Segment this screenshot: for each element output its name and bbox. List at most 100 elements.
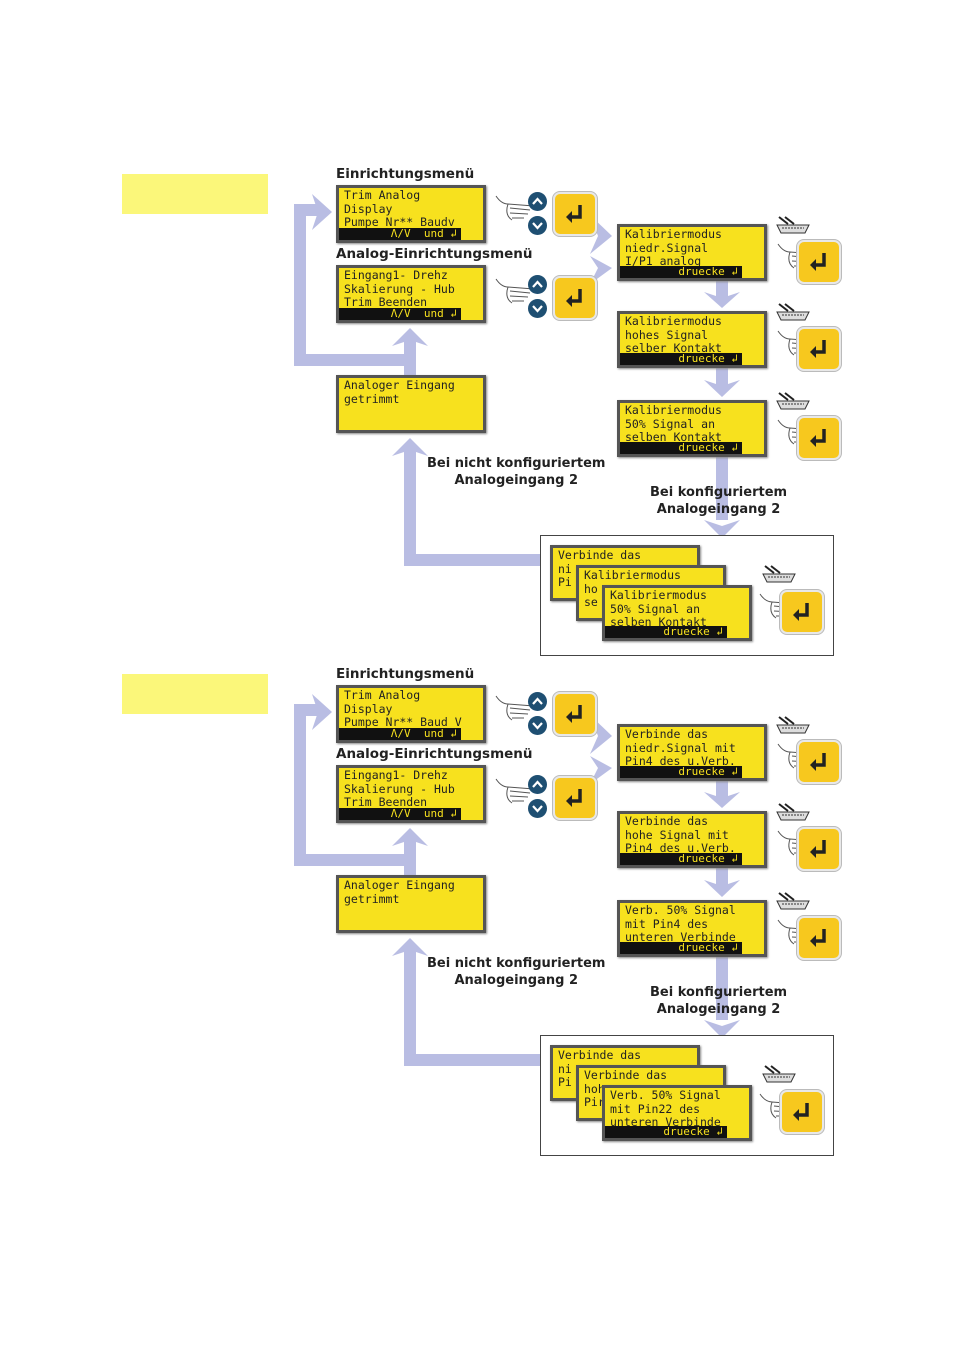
enter-key-button[interactable] <box>797 416 841 460</box>
enter-key-button[interactable] <box>780 590 824 634</box>
lcd-line: Verb. 50% Signal <box>625 903 736 917</box>
lcd-line: Skalierung - Hub <box>344 281 455 296</box>
lcd-line: Verbinde das <box>584 1068 668 1082</box>
lcd-line: I/P1 analog <box>625 254 702 268</box>
lcd-line: ni <box>558 1061 572 1076</box>
lcd-line: unteren Verbinde <box>625 930 736 944</box>
lcd-line: selber Kontakt <box>625 341 722 355</box>
lcd-line: ho <box>584 581 598 596</box>
lcd-line: 50% Signal an <box>610 601 701 616</box>
enter-icon <box>810 929 826 947</box>
analog-menu-title: Analog-Einrichtungsmenü <box>336 246 533 262</box>
chevron-up-icon <box>532 197 543 205</box>
lcd-line: Display <box>344 701 393 716</box>
arrowhead <box>312 194 332 230</box>
up-button[interactable] <box>528 775 547 794</box>
lcd-line: Trim Analog <box>344 188 421 202</box>
lcd-prompt: druecke ↲ <box>620 853 742 865</box>
arrowhead <box>392 328 428 346</box>
lcd-line: selben Kontakt <box>625 430 722 444</box>
connector-plug-icon <box>776 892 810 910</box>
enter-icon <box>810 340 826 358</box>
up-button[interactable] <box>528 275 547 294</box>
pointing-hand-icon <box>495 195 535 221</box>
arrowhead <box>392 438 428 456</box>
enter-icon <box>793 1103 809 1121</box>
lcd-prompt: druecke ↲ <box>620 442 742 454</box>
enter-key-button[interactable] <box>553 692 597 736</box>
lcd-prompt: druecke ↲ <box>620 766 742 778</box>
enter-key-button[interactable] <box>553 276 597 320</box>
lcd-line: Kalibriermodus <box>625 314 722 328</box>
lcd-line: selben Kontakt <box>610 615 707 629</box>
enter-key-button[interactable] <box>780 1090 824 1134</box>
chevron-down-icon <box>532 805 543 813</box>
connector-plug-icon <box>762 1065 796 1083</box>
lcd-line: Trim Analog <box>344 688 421 702</box>
up-button[interactable] <box>528 192 547 211</box>
enter-key-button[interactable] <box>553 192 597 236</box>
lcd-line: getrimmt <box>344 891 400 906</box>
up-button[interactable] <box>528 692 547 711</box>
lcd-line: Pumpe Nr** Baud V <box>344 715 462 729</box>
lcd-line: Trim Beenden <box>344 295 428 309</box>
lcd-prompt: druecke ↲ <box>605 1126 727 1138</box>
lcd-line: mit Pin22 des <box>610 1101 701 1116</box>
lcd-prompt: druecke ↲ <box>620 266 742 278</box>
enter-icon <box>810 253 826 271</box>
lcd-line: Analoger Eingang <box>344 378 455 392</box>
lcd-line: Verbinde das <box>625 727 709 741</box>
lcd-line: Trim Beenden <box>344 795 428 809</box>
lcd-line: Skalierung - Hub <box>344 781 455 796</box>
arrowhead <box>590 756 612 784</box>
label-line: Analogeingang 2 <box>454 473 578 488</box>
connector-plug-icon <box>776 803 810 821</box>
lcd-line: Eingang1- Drehz <box>344 768 448 782</box>
lcd-line: Verb. 50% Signal <box>610 1088 721 1102</box>
arrowhead <box>590 256 612 284</box>
loop-back-arrow <box>294 204 416 366</box>
label-line: Analogeingang 2 <box>656 502 781 517</box>
analog-menu-title: Analog-Einrichtungsmenü <box>336 746 533 762</box>
lcd-line: Pi <box>558 575 572 589</box>
arrowhead <box>392 938 428 956</box>
enter-key-button[interactable] <box>797 916 841 960</box>
enter-icon <box>810 753 826 771</box>
down-button[interactable] <box>528 299 547 318</box>
enter-key-button[interactable] <box>553 776 597 820</box>
label-line: Bei nicht konfiguriertem <box>427 456 606 471</box>
lcd-prompt: Λ/V und ↲ <box>339 308 461 320</box>
lcd-line: hohe Signal mit <box>625 827 729 842</box>
enter-key-button[interactable] <box>797 240 841 284</box>
setup-menu-title: Einrichtungsmenü <box>336 666 475 682</box>
down-button[interactable] <box>528 716 547 735</box>
down-button[interactable] <box>528 216 547 235</box>
lcd-prompt: druecke ↲ <box>605 626 727 638</box>
down-button[interactable] <box>528 799 547 818</box>
lcd-line: Kalibriermodus <box>610 588 707 602</box>
pointing-hand-icon <box>495 278 535 304</box>
label-line: Bei konfiguriertem <box>650 485 788 500</box>
enter-icon <box>793 603 809 621</box>
enter-key-button[interactable] <box>797 327 841 371</box>
lcd-line: Kalibriermodus <box>584 568 681 582</box>
lcd-line: Verbinde das <box>625 814 709 828</box>
enter-key-button[interactable] <box>797 827 841 871</box>
label-line: Bei nicht konfiguriertem <box>427 956 606 971</box>
arrowhead <box>704 880 740 897</box>
lcd-line: niedr.Signal <box>625 240 709 255</box>
connector-plug-icon <box>776 392 810 410</box>
enter-icon <box>566 789 582 807</box>
enter-key-button[interactable] <box>797 740 841 784</box>
